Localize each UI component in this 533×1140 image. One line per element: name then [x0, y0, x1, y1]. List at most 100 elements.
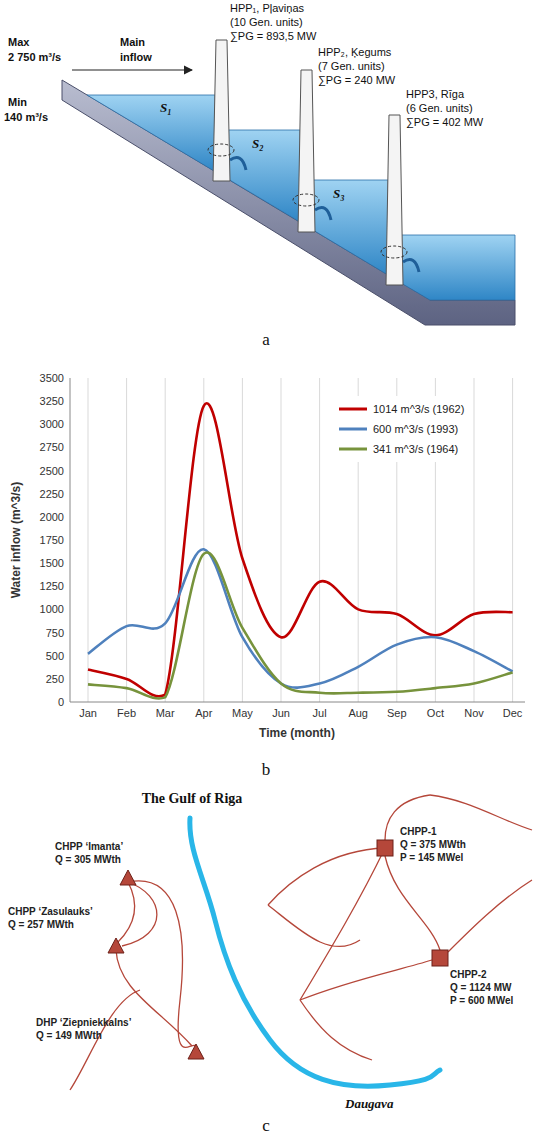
legend-row: 600 m^3/s (1993) — [339, 419, 464, 439]
panel-letter: c — [262, 1116, 270, 1136]
reservoir-water — [313, 180, 388, 275]
flow-value: 140 m³/s — [4, 111, 48, 124]
heat-pipe — [300, 960, 432, 1000]
month-label: Oct — [427, 707, 444, 719]
outlet-flow — [230, 158, 246, 170]
heat-pipe — [122, 882, 157, 946]
plant-triangle — [118, 868, 138, 888]
plant-square — [430, 948, 450, 968]
legend-line — [339, 428, 367, 431]
grid-line — [126, 378, 127, 702]
plant-triangle — [106, 936, 126, 956]
outlet-flow — [315, 208, 331, 220]
chart-legend: 1014 m^3/s (1962) 600 m^3/s (1993) 341 m^3… — [335, 396, 468, 462]
axis-title: Time (month) — [259, 726, 335, 740]
tick-label: 2500 — [40, 465, 64, 477]
tick-label: 3250 — [40, 395, 64, 407]
dam-tower — [386, 115, 403, 285]
tick-label: 1250 — [40, 580, 64, 592]
heat-network — [70, 795, 532, 1090]
sea-name: The Gulf of Riga — [142, 791, 243, 807]
legend-text: 1014 m^3/s (1962) — [373, 403, 464, 415]
reservoir-label: S₂ — [252, 136, 264, 152]
month-label: Jun — [272, 707, 290, 719]
legend-row: 341 m^3/s (1964) — [339, 439, 464, 459]
heat-plant: CHPP ‘Imanta’Q = 305 MWth — [55, 840, 123, 866]
grid-line — [165, 378, 166, 702]
inflow-arrow — [72, 69, 192, 70]
plant-info: HPP₁, Pļaviņas — [230, 2, 304, 15]
turbine-intake — [208, 144, 234, 156]
plant-info: ∑PG = 893,5 MW — [230, 30, 316, 43]
legend-row: 1014 m^3/s (1962) — [339, 399, 464, 419]
inflow-chart — [70, 378, 525, 702]
grid-line — [203, 378, 204, 702]
tailwater — [401, 235, 515, 300]
tick-label: 1500 — [40, 557, 64, 569]
square-marker — [377, 840, 393, 856]
heating-map — [70, 795, 532, 1090]
reservoir-water — [87, 95, 215, 172]
inflow-curve — [88, 403, 513, 696]
plant-name: CHPP-1 — [400, 825, 466, 838]
plant-info: HPP3, Rīga — [406, 88, 464, 101]
tick-label: 2250 — [40, 488, 64, 500]
heat-pipe — [128, 881, 196, 1048]
inflow-curve — [88, 549, 513, 687]
month-label: Jan — [79, 707, 97, 719]
outlet-flow — [403, 260, 419, 272]
triangle-marker — [120, 870, 136, 885]
tick-label: 2750 — [40, 441, 64, 453]
month-label: Sep — [387, 707, 407, 719]
grid-lines — [88, 378, 513, 702]
plant-info: (6 Gen. units) — [406, 102, 473, 115]
month-label: Jul — [313, 707, 327, 719]
heat-plant: CHPP-1Q = 375 MWthP = 145 MWel — [400, 825, 466, 864]
heat-pipe — [300, 1000, 372, 1060]
flow-value: 2 750 m³/s — [8, 51, 61, 64]
plant-capacity: Q = 1124 MW — [450, 981, 513, 994]
month-label: Feb — [117, 707, 136, 719]
triangle-marker — [108, 938, 124, 953]
month-label: Nov — [464, 707, 484, 719]
heat-plant: DHP ‘Ziepniekkalns’Q = 149 MWth — [36, 1016, 131, 1042]
heat-pipe — [300, 848, 385, 1000]
river-name: Daugava — [345, 1096, 393, 1112]
grid-line — [319, 378, 320, 702]
river-bed — [62, 80, 515, 325]
month-label: May — [232, 707, 253, 719]
month-label: Apr — [195, 707, 212, 719]
y-axis — [70, 378, 71, 702]
tick-label: 1000 — [40, 603, 64, 615]
plant-info: ∑PG = 240 MW — [318, 74, 395, 87]
legend-text: 600 m^3/s (1993) — [373, 423, 458, 435]
grid-line — [281, 378, 282, 702]
tick-label: 1750 — [40, 534, 64, 546]
plant-capacity: Q = 375 MWth — [400, 838, 466, 851]
plant-info: (7 Gen. units) — [318, 60, 385, 73]
triangle-marker — [188, 1044, 204, 1059]
tick-label: 250 — [46, 673, 64, 685]
plant-info: HPP₂, Ķegums — [318, 46, 391, 59]
plant-capacity: Q = 149 MWth — [36, 1029, 131, 1042]
plot-area — [70, 378, 525, 702]
square-marker — [432, 950, 448, 966]
plant-name: DHP ‘Ziepniekkalns’ — [36, 1016, 131, 1029]
plant-capacity: P = 145 MWel — [400, 851, 466, 864]
heat-pipe — [430, 795, 532, 830]
plant-name: CHPP ‘Zasulauks’ — [8, 905, 93, 918]
dam-tower — [213, 40, 230, 181]
flow-limit: Min — [8, 96, 27, 109]
plant-capacity: Q = 305 MWth — [55, 853, 123, 866]
legend-swatch — [339, 444, 367, 454]
heat-pipe — [385, 856, 440, 950]
month-label: Aug — [348, 707, 368, 719]
plant-name: CHPP ‘Imanta’ — [55, 840, 123, 853]
heat-pipe — [118, 882, 135, 942]
tick-label: 0 — [58, 696, 64, 708]
heat-pipe — [268, 905, 360, 947]
inflow-label: Main — [120, 36, 145, 49]
heat-pipe — [448, 880, 532, 952]
tick-label: 500 — [46, 650, 64, 662]
